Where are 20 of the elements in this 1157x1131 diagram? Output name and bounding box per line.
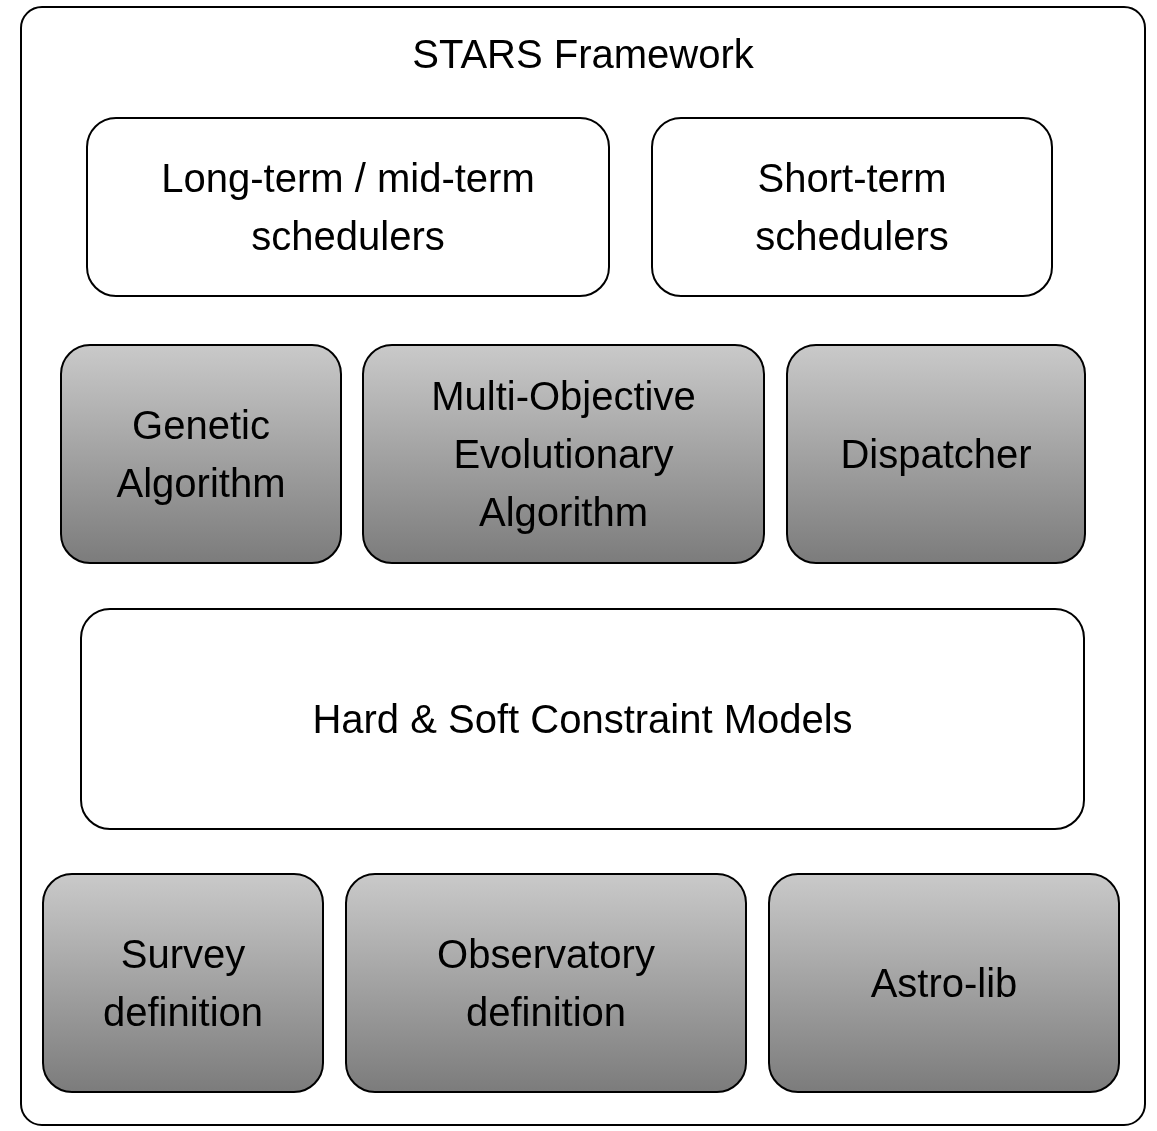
component-box xyxy=(768,873,1120,1093)
box-label: Hard & Soft Constraint Models xyxy=(311,696,854,743)
box-label: Dispatcher xyxy=(839,431,1033,478)
component-box xyxy=(42,873,324,1093)
box-label: Multi-Objective Evolutionary Algorithm xyxy=(430,373,697,536)
component-box xyxy=(345,873,747,1093)
box-label: Observatory definition xyxy=(436,931,656,1036)
component-box xyxy=(786,344,1086,564)
framework-title: STARS Framework xyxy=(411,31,755,78)
box-label: Astro-lib xyxy=(869,960,1019,1007)
component-box xyxy=(60,344,342,564)
module-box xyxy=(86,117,610,297)
box-label: Short-term schedulers xyxy=(754,155,950,260)
box-label: Long-term / mid-term schedulers xyxy=(160,155,536,260)
framework-panel xyxy=(20,6,1146,1126)
box-label: Genetic Algorithm xyxy=(115,402,287,507)
component-box xyxy=(362,344,765,564)
box-label: Survey definition xyxy=(101,931,265,1036)
module-box xyxy=(80,608,1085,830)
module-box xyxy=(651,117,1053,297)
